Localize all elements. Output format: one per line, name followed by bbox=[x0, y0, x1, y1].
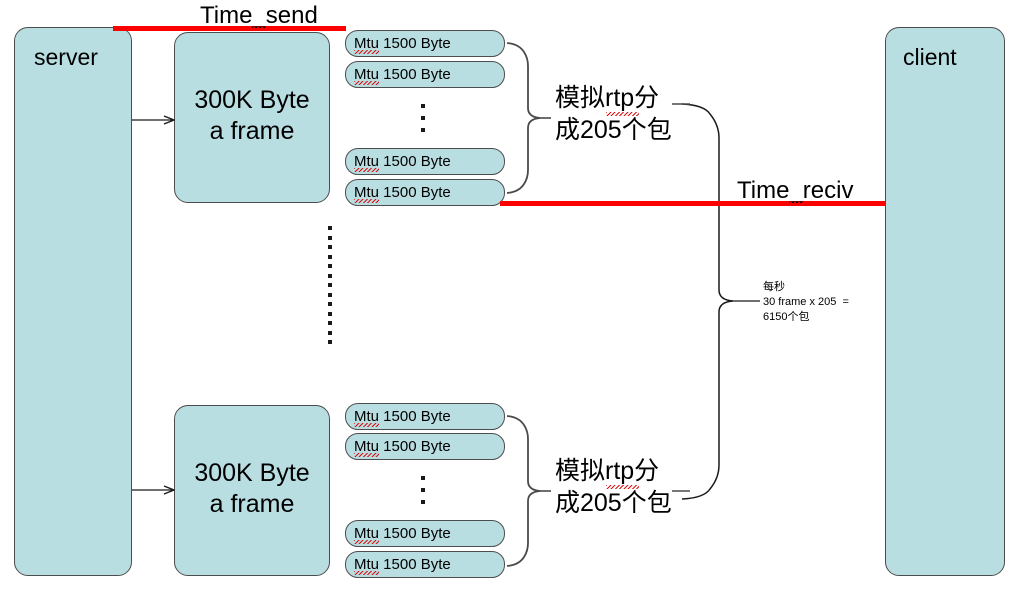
spellcheck-squiggle-icon bbox=[354, 571, 379, 575]
frame-node-2[interactable] bbox=[174, 405, 330, 576]
packet-label: Mtu 1500 Byte bbox=[354, 184, 451, 201]
spellcheck-squiggle-icon bbox=[354, 540, 379, 544]
frame-label-2: 300K Byte a frame bbox=[194, 459, 310, 518]
packet-label: Mtu 1500 Byte bbox=[354, 438, 451, 455]
summary-line-1: 每秒 bbox=[763, 281, 785, 293]
time-send-underline bbox=[201, 27, 329, 29]
spellcheck-squiggle-icon bbox=[606, 485, 639, 489]
packet-label: Mtu 1500 Byte bbox=[354, 153, 451, 170]
frame-node-1[interactable] bbox=[174, 32, 330, 203]
summary-line-3: 6150个包 bbox=[763, 311, 810, 323]
server-label: server bbox=[34, 44, 98, 70]
time-send-label: Time_send bbox=[200, 2, 318, 29]
spellcheck-squiggle-icon bbox=[354, 50, 379, 54]
spellcheck-squiggle-icon bbox=[354, 199, 379, 203]
summary-line-2: 30 frame x 205 = bbox=[763, 296, 849, 308]
time-reciv-line bbox=[500, 201, 885, 206]
packet-label: Mtu 1500 Byte bbox=[354, 556, 451, 573]
spellcheck-squiggle-icon bbox=[354, 453, 379, 457]
spellcheck-squiggle-icon bbox=[354, 81, 379, 85]
frame-label-1: 300K Byte a frame bbox=[194, 86, 310, 145]
packet-box[interactable] bbox=[345, 433, 505, 460]
server-node[interactable] bbox=[14, 27, 132, 576]
rtp-annotation-2: 模拟rtp分 成205个包 bbox=[555, 457, 672, 517]
frame-ellipsis bbox=[327, 226, 333, 344]
packet-label: Mtu 1500 Byte bbox=[354, 525, 451, 542]
spellcheck-squiggle-icon bbox=[606, 112, 639, 116]
packet-ellipsis-2 bbox=[420, 476, 426, 504]
spellcheck-squiggle-icon bbox=[354, 168, 379, 172]
packet-label: Mtu 1500 Byte bbox=[354, 35, 451, 52]
client-label: client bbox=[903, 44, 957, 70]
packet-label: Mtu 1500 Byte bbox=[354, 408, 451, 425]
rtp-annotation-1: 模拟rtp分 成205个包 bbox=[555, 84, 672, 144]
time-reciv-underline bbox=[738, 202, 879, 204]
client-node[interactable] bbox=[885, 27, 1005, 576]
packet-label: Mtu 1500 Byte bbox=[354, 66, 451, 83]
spellcheck-squiggle-icon bbox=[354, 423, 379, 427]
packet-ellipsis-1 bbox=[420, 104, 426, 132]
time-reciv-label: Time_reciv bbox=[737, 177, 854, 204]
